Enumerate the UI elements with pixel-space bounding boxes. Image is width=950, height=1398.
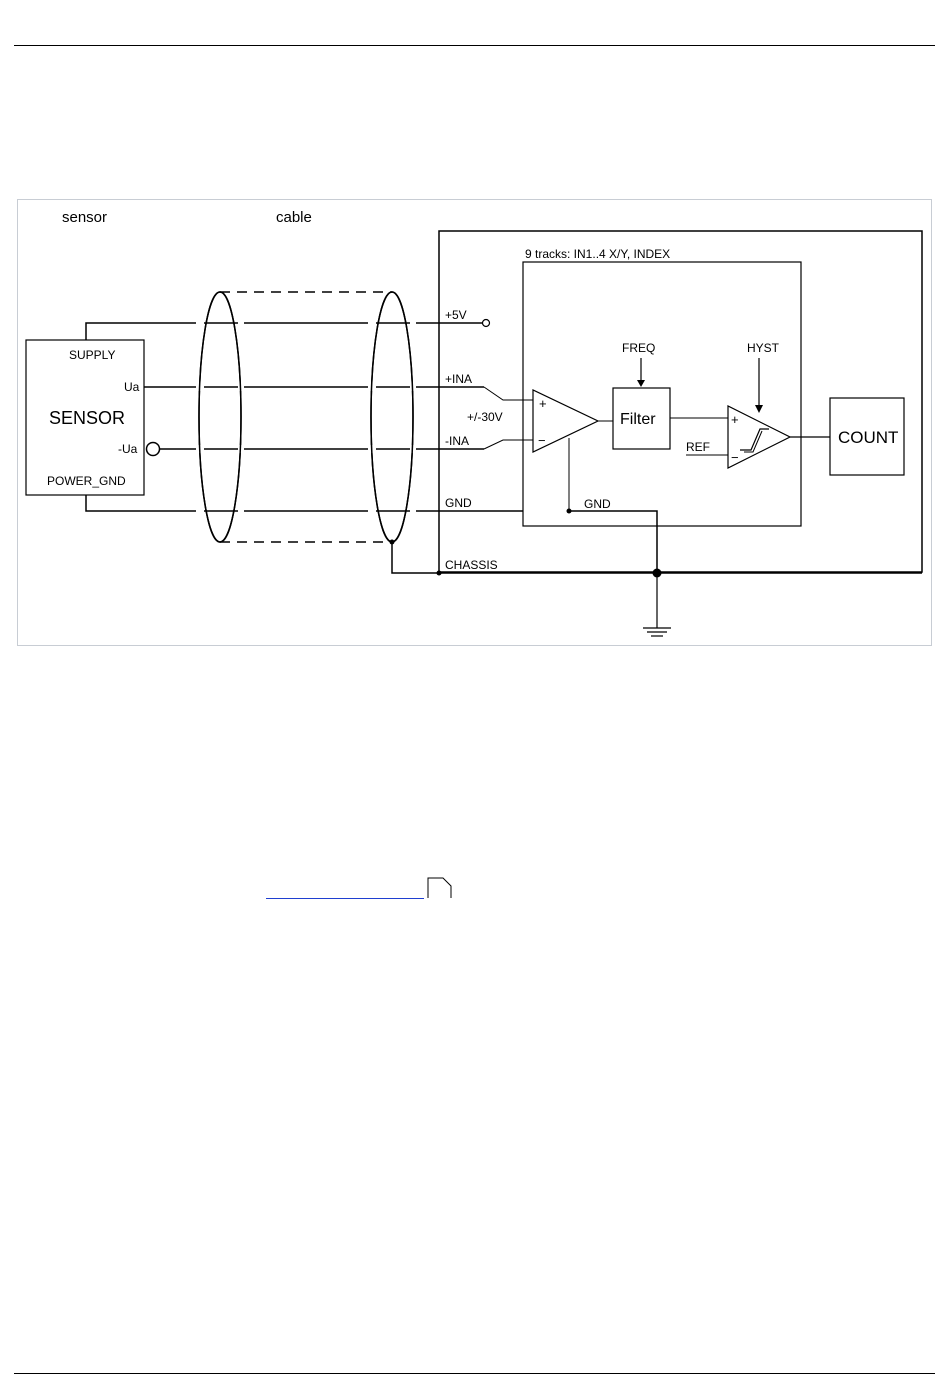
gnd-inner-label: GND bbox=[584, 497, 611, 511]
page-reference-icon[interactable] bbox=[427, 877, 453, 899]
cable-heading: cable bbox=[276, 209, 312, 226]
hyst-arrowhead bbox=[755, 405, 763, 413]
plus-ina-wire bbox=[484, 387, 533, 400]
inner-gnd-wire bbox=[569, 511, 657, 573]
cable-shield bbox=[196, 292, 416, 542]
shield-wire bbox=[392, 542, 439, 573]
header-rule bbox=[14, 45, 935, 46]
diff-amp-minus: − bbox=[538, 433, 546, 448]
neg-ua-label: -Ua bbox=[118, 442, 138, 456]
comp-plus: + bbox=[731, 412, 739, 427]
supply-wire bbox=[86, 323, 484, 340]
sensor-heading: sensor bbox=[62, 209, 107, 226]
tracks-title: 9 tracks: IN1..4 X/Y, INDEX bbox=[525, 247, 670, 261]
sensor-title: SENSOR bbox=[49, 408, 125, 428]
minus-ina-label: -INA bbox=[445, 434, 469, 448]
diff-amp-plus: + bbox=[539, 396, 547, 411]
power-gnd-label: POWER_GND bbox=[47, 474, 126, 488]
comp-minus: − bbox=[731, 450, 739, 465]
plus-ina-label: +INA bbox=[445, 372, 472, 386]
diagram-canvas: sensor cable 9 tracks: IN1..4 X/Y, INDEX… bbox=[18, 200, 933, 647]
count-label: COUNT bbox=[838, 428, 898, 447]
ua-label: Ua bbox=[124, 380, 140, 394]
plus5v-terminal bbox=[483, 320, 490, 327]
wiring-diagram: sensor cable 9 tracks: IN1..4 X/Y, INDEX… bbox=[17, 199, 932, 646]
chassis-label: CHASSIS bbox=[445, 558, 498, 572]
plus5v-label: +5V bbox=[445, 308, 467, 322]
freq-arrowhead bbox=[637, 380, 645, 387]
freq-label: FREQ bbox=[622, 341, 655, 355]
supply-label: SUPPLY bbox=[69, 348, 115, 362]
hyst-label: HYST bbox=[747, 341, 780, 355]
range-label: +/-30V bbox=[467, 410, 503, 424]
filter-label: Filter bbox=[620, 411, 656, 428]
minus-ina-wire bbox=[484, 440, 533, 449]
hyperlink-underline[interactable] bbox=[266, 898, 424, 899]
gnd-label: GND bbox=[445, 496, 472, 510]
ref-label: REF bbox=[686, 440, 710, 454]
footer-rule bbox=[14, 1373, 935, 1374]
ground-icon bbox=[643, 628, 671, 636]
neg-ua-terminal bbox=[147, 443, 160, 456]
